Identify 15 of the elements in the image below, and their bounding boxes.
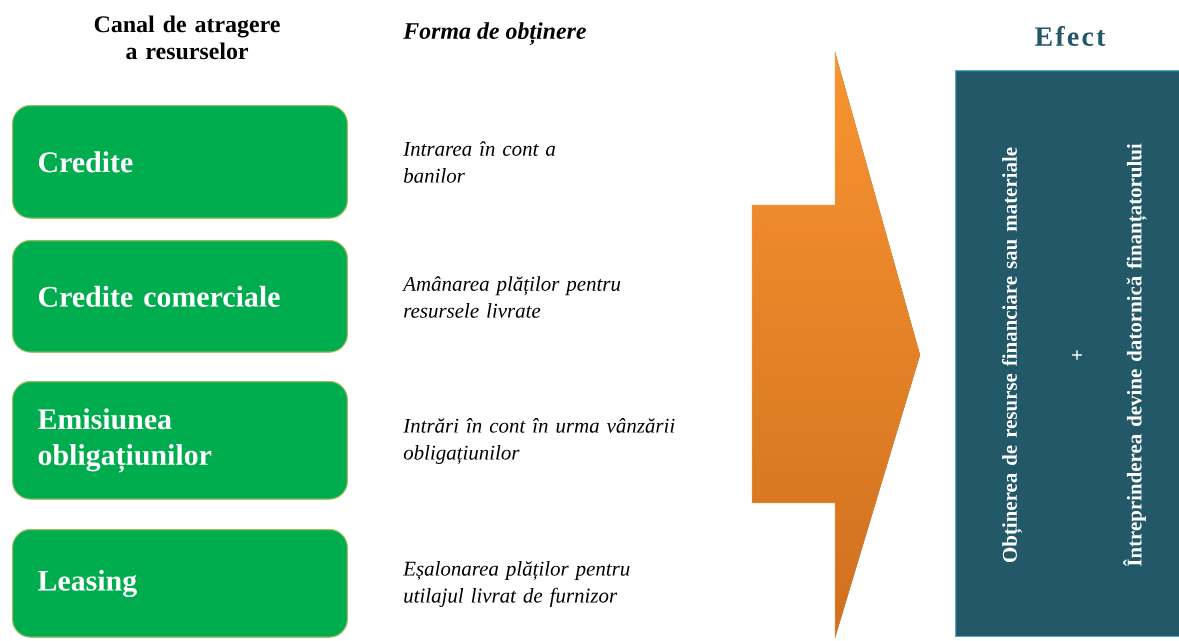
rounded-box: Credite comerciale bbox=[12, 240, 348, 353]
description-text: Intrarea în cont a banilor bbox=[403, 141, 556, 183]
column-heading: Forma de obținere bbox=[403, 22, 586, 45]
result-text: Obținerea de resurse financiare sau materiale bbox=[1001, 147, 1023, 562]
rounded-box: Emisiunea obligațiunilor bbox=[12, 381, 348, 500]
result-text: + bbox=[1072, 350, 1082, 360]
description-text: Eșalonarea plăților pentru utilajul livrat de furnizor bbox=[402, 561, 630, 607]
rounded-box: Credite bbox=[12, 105, 348, 219]
column-heading: Canal de atragere a resurselor bbox=[94, 15, 280, 60]
description-text: Intrări în cont în urma vânzării obligațiunilor bbox=[403, 418, 675, 464]
result-text: Întreprinderea devine datornică finanțatorului bbox=[1123, 143, 1147, 567]
description-text: Amânarea plăților pentru resursele livrate bbox=[402, 276, 621, 318]
block-arrow bbox=[751, 51, 921, 639]
rounded-box: Leasing bbox=[12, 529, 348, 638]
column-heading: Efect bbox=[1035, 26, 1106, 46]
